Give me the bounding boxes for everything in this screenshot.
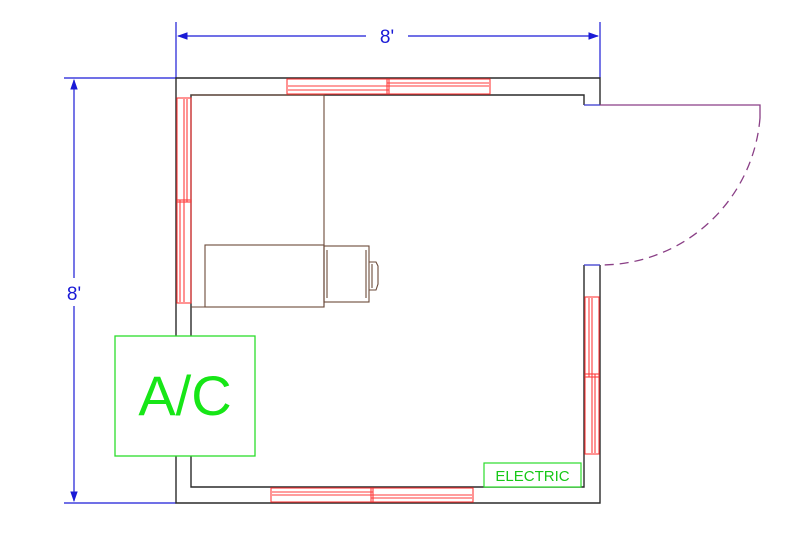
ac-unit-label: A/C [138,364,231,427]
window-left [176,97,192,304]
electric-panel: ELECTRIC [483,462,582,488]
window-right [584,296,600,455]
door [584,104,761,266]
electric-panel-box [483,462,582,488]
width-dimension: 8' [175,22,601,78]
outer-wall-bottom [175,265,601,504]
windows [176,78,600,503]
door-swing-arc [599,117,761,266]
furniture [191,94,379,308]
window-bottom [270,487,474,503]
ac-unit: A/C [114,335,256,457]
height-dimension: 8' [64,77,176,504]
chair [323,245,379,303]
inner-wall-top [190,94,585,336]
outer-wall-top [175,77,601,336]
width-dimension-label: 8' [380,27,394,48]
window-top [286,78,491,95]
desk [191,94,325,308]
ac-unit-box [114,335,256,457]
height-dimension-label: 8' [67,284,81,305]
inner-wall-bottom [190,265,585,488]
door-leaf [600,104,761,118]
desk-equipment [204,244,325,308]
electric-panel-label: ELECTRIC [495,468,569,485]
